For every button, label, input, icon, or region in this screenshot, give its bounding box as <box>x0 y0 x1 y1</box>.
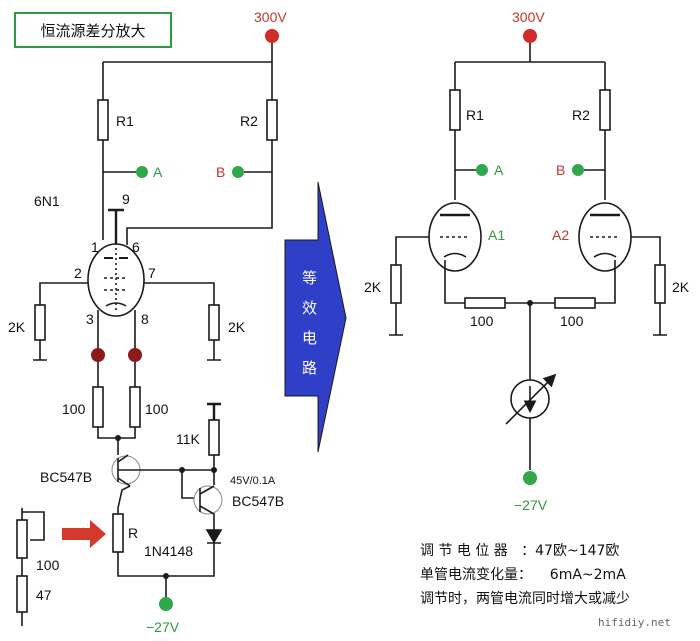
left-grid-r-right <box>208 304 220 341</box>
left-pot-label: 100 <box>36 557 60 573</box>
left-circuit <box>16 40 278 626</box>
right-cathode-r-left <box>464 297 506 309</box>
left-tube-label: 6N1 <box>34 193 60 209</box>
note-line-3: 调节时，两管电流同时增大或减少 <box>420 591 630 607</box>
left-q2-label: BC547B <box>232 493 284 509</box>
equivalent-arrow <box>284 181 347 453</box>
diagram-title-text: 恒流源差分放大 <box>40 21 146 40</box>
left-top-rail <box>103 40 273 63</box>
right-grid-r-right <box>654 264 666 304</box>
arrow-char-1: 等 <box>302 269 317 287</box>
left-r2-wire <box>126 62 273 245</box>
right-grid-r-right-label: 2K <box>672 279 690 295</box>
left-pin7-label: 7 <box>148 265 156 281</box>
left-grid-left-wire <box>33 282 88 361</box>
left-node-b <box>232 166 244 178</box>
right-r1-label: R1 <box>466 107 484 123</box>
right-r1 <box>449 89 461 131</box>
left-pot <box>16 519 28 559</box>
right-circuit <box>389 40 667 470</box>
left-pin3-label: 3 <box>86 311 94 327</box>
left-node-b-label: B <box>216 164 225 180</box>
left-grid-r-left <box>34 304 46 341</box>
right-r2 <box>599 89 611 131</box>
right-supply-node <box>523 29 537 43</box>
right-grid-r-left-label: 2K <box>364 279 382 295</box>
left-node-a-label: A <box>153 164 163 180</box>
right-supply-label: 300V <box>512 9 545 25</box>
right-r2-label: R2 <box>572 107 590 123</box>
left-pin6-label: 6 <box>132 239 140 255</box>
arrow-char-2: 效 <box>302 300 317 317</box>
left-cathode-r-left <box>92 386 104 428</box>
right-tube-a1-label: A1 <box>488 227 505 243</box>
arrow-char-4: 路 <box>302 360 317 377</box>
left-q2-rating-label: 45V/0.1A <box>230 475 276 487</box>
left-diode-1n4148 <box>205 529 223 556</box>
left-r-11k-label: 11K <box>176 431 201 447</box>
left-node-a <box>136 166 148 178</box>
watermark: hifidiy.net <box>598 616 671 629</box>
left-grid-r-right-label: 2K <box>228 319 246 335</box>
left-r-emitter <box>112 513 124 553</box>
note-line-2: 单管电流变化量： 6mA~2mA <box>420 567 626 583</box>
right-node-a <box>476 164 488 176</box>
left-r-11k <box>208 419 220 456</box>
right-neg-supply-label: −27V <box>514 497 548 513</box>
right-cathode-r-left-label: 100 <box>470 313 494 329</box>
diagram-title: 恒流源差分放大 <box>14 12 172 48</box>
left-r-47 <box>16 575 28 613</box>
left-neg-supply-label: −27V <box>146 619 180 635</box>
right-cathode-r-right <box>554 297 596 309</box>
left-diode-label: 1N4148 <box>144 543 193 559</box>
left-cathode-r-right <box>129 386 141 428</box>
left-tube-pin9 <box>108 208 124 244</box>
left-pin1-label: 1 <box>91 239 99 255</box>
right-top-rail <box>455 40 605 63</box>
left-supply-node <box>265 29 279 43</box>
right-node-a-label: A <box>494 162 504 178</box>
left-r2 <box>266 99 278 141</box>
right-neg-supply-node <box>523 471 537 485</box>
left-r-47-label: 47 <box>36 587 52 603</box>
left-r1-label: R1 <box>116 113 134 129</box>
right-cathode-r-right-label: 100 <box>560 313 584 329</box>
left-grid-right-wire <box>144 282 221 361</box>
left-pin9-label: 9 <box>122 191 130 207</box>
adjust-arrow <box>62 520 106 548</box>
left-r1 <box>97 99 109 141</box>
left-r2-label: R2 <box>240 113 258 129</box>
arrow-text: 等 效 电 路 <box>302 269 317 377</box>
left-r-emitter-label: R <box>128 525 138 541</box>
note-line-1: 调 节 电 位 器 ：47欧~147欧 <box>420 543 620 559</box>
right-tube-a2-label: A2 <box>552 227 569 243</box>
left-supply-label: 300V <box>254 9 287 25</box>
left-pin8-label: 8 <box>141 311 149 327</box>
right-grid-r-left <box>390 264 402 304</box>
left-cathode-node-left <box>91 348 105 362</box>
left-neg-supply-node <box>159 597 173 611</box>
left-cathode-r-right-label: 100 <box>145 401 169 417</box>
left-q1-label: BC547B <box>40 469 92 485</box>
left-grid-r-left-label: 2K <box>8 319 26 335</box>
nodes <box>91 29 605 611</box>
right-node-b-label: B <box>556 162 565 178</box>
left-cathode-node-right <box>128 348 142 362</box>
right-node-b <box>572 164 584 176</box>
left-pin2-label: 2 <box>74 265 82 281</box>
arrow-char-3: 电 <box>302 330 317 347</box>
left-cathode-r-left-label: 100 <box>62 401 86 417</box>
